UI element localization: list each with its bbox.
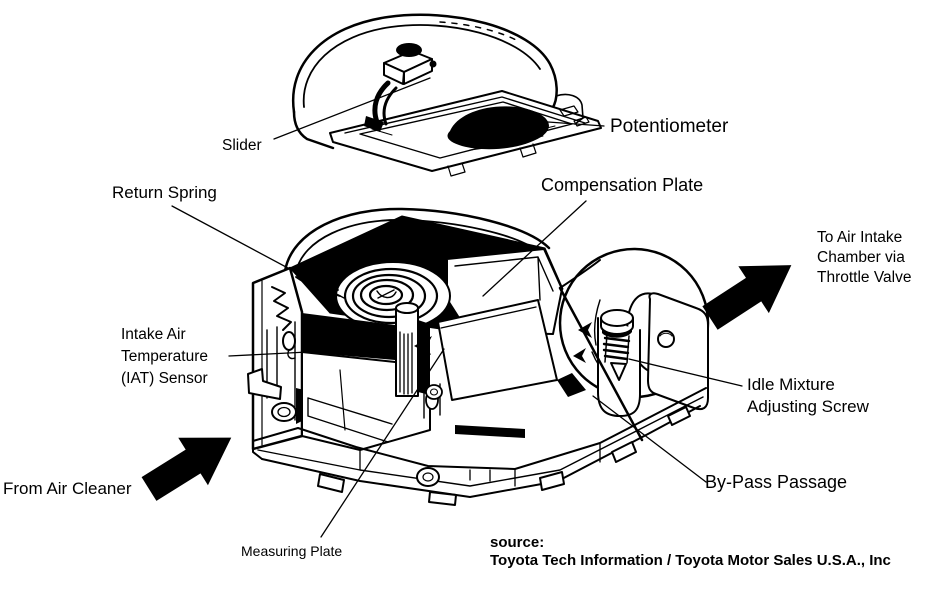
slider-leader [273, 77, 431, 140]
mounting-bracket [647, 292, 709, 411]
air-flow-meter-body-art [247, 207, 710, 506]
compensation-plate-leader [482, 200, 587, 297]
potentiometer-assembly-art [291, 13, 602, 177]
label-return-spring: Return Spring [112, 183, 217, 202]
label-compensation-plate: Compensation Plate [541, 175, 704, 195]
label-idle-mixture-screw: Idle Mixture Adjusting Screw [747, 375, 869, 416]
iat-sensor-leader [228, 350, 328, 357]
leader-lines [171, 77, 743, 538]
label-to-air-intake: To Air Intake Chamber via Throttle Valve [817, 229, 912, 286]
center-shaft [395, 302, 430, 397]
bypass-leader [592, 395, 707, 483]
internal-flow-arrow [414, 322, 592, 363]
source-credit: source: Toyota Tech Information / Toyota… [490, 534, 891, 570]
iat-sensor-part [282, 331, 296, 351]
dome-cover [283, 207, 601, 289]
source-credit-text: Toyota Tech Information / Toyota Motor S… [490, 552, 891, 569]
slider-arm [364, 43, 437, 136]
label-from-air-cleaner: From Air Cleaner [3, 479, 132, 498]
to-air-intake-arrow [702, 265, 792, 330]
label-bypass-passage: By-Pass Passage [705, 472, 848, 492]
label-measuring-plate: Measuring Plate [241, 543, 343, 559]
pcb-board [329, 90, 602, 177]
source-label: source: [490, 534, 545, 551]
label-iat-sensor: Intake Air Temperature (IAT) Sensor [121, 326, 209, 387]
from-air-cleaner-arrow [141, 437, 232, 501]
body-casting-base [252, 384, 707, 506]
label-slider: Slider [222, 137, 262, 154]
return-spring-leader [171, 205, 345, 299]
idle-screw-leader [628, 358, 743, 387]
left-wall [247, 266, 304, 451]
idle-screw-part [600, 309, 634, 381]
label-potentiometer: Potentiometer [610, 116, 729, 137]
return-spring-coil [295, 261, 451, 331]
potentiometer-leader [533, 120, 605, 127]
flow-arrows [141, 265, 792, 501]
right-front-edge [558, 286, 644, 442]
measuring-plate-leader [320, 348, 445, 538]
